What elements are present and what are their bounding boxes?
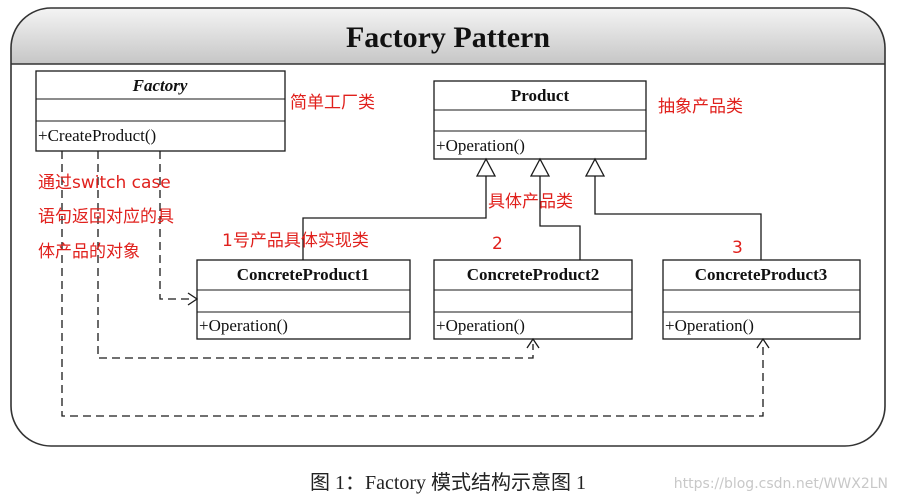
annotation-switch-line2: 语句返回对应的具 xyxy=(38,207,174,227)
figure-caption: 图 1：Factory 模式结构示意图 1 xyxy=(310,471,586,494)
annotations: 简单工厂类 抽象产品类 具体产品类 通过switch case 语句返回对应的具… xyxy=(38,93,743,262)
concrete-product2-class: ConcreteProduct2 +Operation() xyxy=(433,259,633,340)
inheritance-line-3 xyxy=(594,176,762,260)
concrete-product2-operation: +Operation() xyxy=(436,316,525,335)
dependency-arrow-3 xyxy=(756,337,770,349)
annotation-product2: 2 xyxy=(492,234,503,254)
watermark: https://blog.csdn.net/WWX2LN xyxy=(674,476,888,492)
concrete-product3-operation: +Operation() xyxy=(665,316,754,335)
product-class-operation: +Operation() xyxy=(436,136,525,155)
inheritance-arrow-3 xyxy=(584,157,606,177)
concrete-product3-name: ConcreteProduct3 xyxy=(695,265,828,284)
concrete-product1-name: ConcreteProduct1 xyxy=(237,265,370,284)
inheritance-arrow-1 xyxy=(475,157,497,177)
concrete-product1-class: ConcreteProduct1 +Operation() xyxy=(196,259,411,340)
factory-class-name: Factory xyxy=(132,76,188,95)
inheritance-arrow-2 xyxy=(529,157,551,177)
annotation-switch-line3: 体产品的对象 xyxy=(38,242,140,262)
product-class-name: Product xyxy=(511,86,570,105)
annotation-abstract-product: 抽象产品类 xyxy=(658,97,743,117)
factory-class: Factory +CreateProduct() xyxy=(35,70,286,152)
diagram-title: Factory Pattern xyxy=(346,21,550,54)
annotation-switch-line1: 通过switch case xyxy=(38,173,171,193)
concrete-product2-name: ConcreteProduct2 xyxy=(467,265,600,284)
annotation-simple-factory: 简单工厂类 xyxy=(290,93,375,113)
product-class: Product +Operation() xyxy=(433,80,647,160)
inheritance-connectors xyxy=(302,157,762,260)
dependency-arrow-1 xyxy=(187,292,199,306)
annotation-concrete-product: 具体产品类 xyxy=(488,192,573,212)
factory-class-operation: +CreateProduct() xyxy=(38,126,156,145)
dependency-arrow-2 xyxy=(526,337,540,349)
dependency-line-3 xyxy=(61,151,764,417)
dependency-connectors xyxy=(61,151,770,417)
annotation-product3: 3 xyxy=(732,238,743,258)
concrete-product1-operation: +Operation() xyxy=(199,316,288,335)
inheritance-line-1 xyxy=(302,176,487,260)
dependency-line-1 xyxy=(159,151,190,300)
concrete-product3-class: ConcreteProduct3 +Operation() xyxy=(662,259,861,340)
inheritance-line-2 xyxy=(539,176,581,260)
annotation-product1: 1号产品具体实现类 xyxy=(222,231,369,251)
